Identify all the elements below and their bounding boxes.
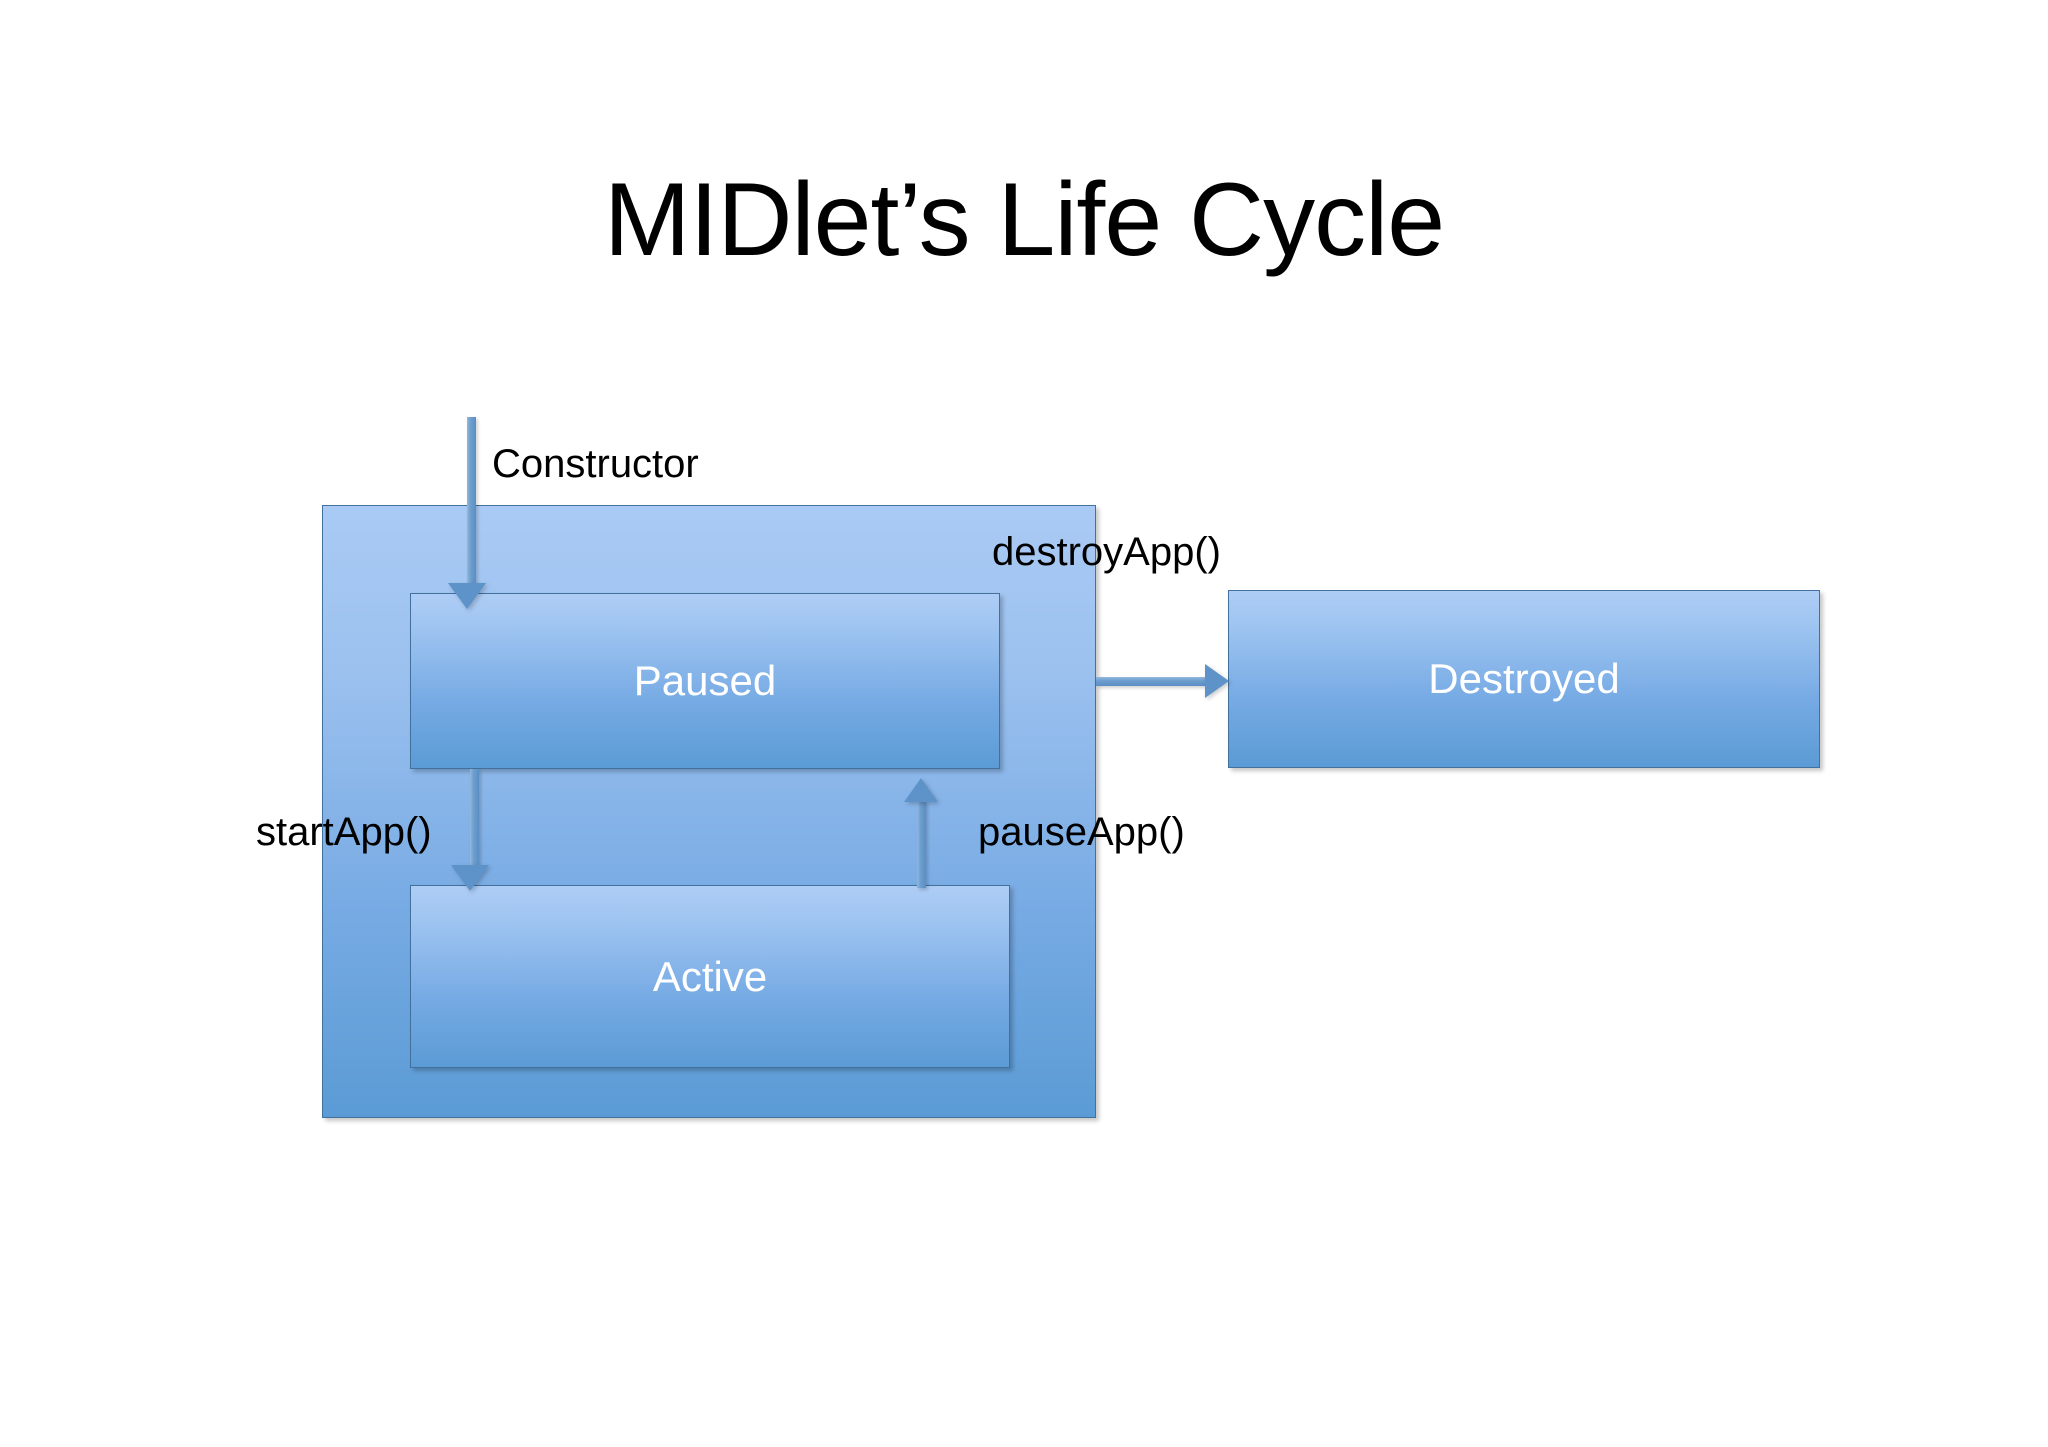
state-label-paused: Paused (633, 657, 777, 704)
page-title: MIDlet’s Life Cycle (603, 162, 1445, 278)
destroyapp-arrowhead-right-icon (1205, 664, 1229, 698)
state-box-paused[interactable]: Paused (410, 593, 1000, 769)
transition-label-destroyapp: destroyApp() (992, 530, 1221, 574)
transition-label-startapp: startApp() (256, 810, 432, 854)
transition-label-constructor: Constructor (492, 442, 699, 486)
pauseapp-arrowhead-up-icon (904, 778, 938, 802)
startapp-arrow-line (470, 769, 479, 867)
pauseapp-arrow-line (917, 800, 926, 888)
state-box-destroyed[interactable]: Destroyed (1228, 590, 1820, 768)
transition-label-pauseapp: pauseApp() (978, 810, 1185, 854)
state-box-active[interactable]: Active (410, 885, 1010, 1068)
state-label-active: Active (652, 952, 768, 1000)
destroyapp-arrow-line (1096, 677, 1210, 686)
constructor-arrow-line (467, 417, 476, 585)
startapp-arrowhead-down-icon (451, 865, 489, 891)
state-label-destroyed: Destroyed (1428, 655, 1620, 702)
constructor-arrowhead-down-icon (448, 583, 486, 609)
